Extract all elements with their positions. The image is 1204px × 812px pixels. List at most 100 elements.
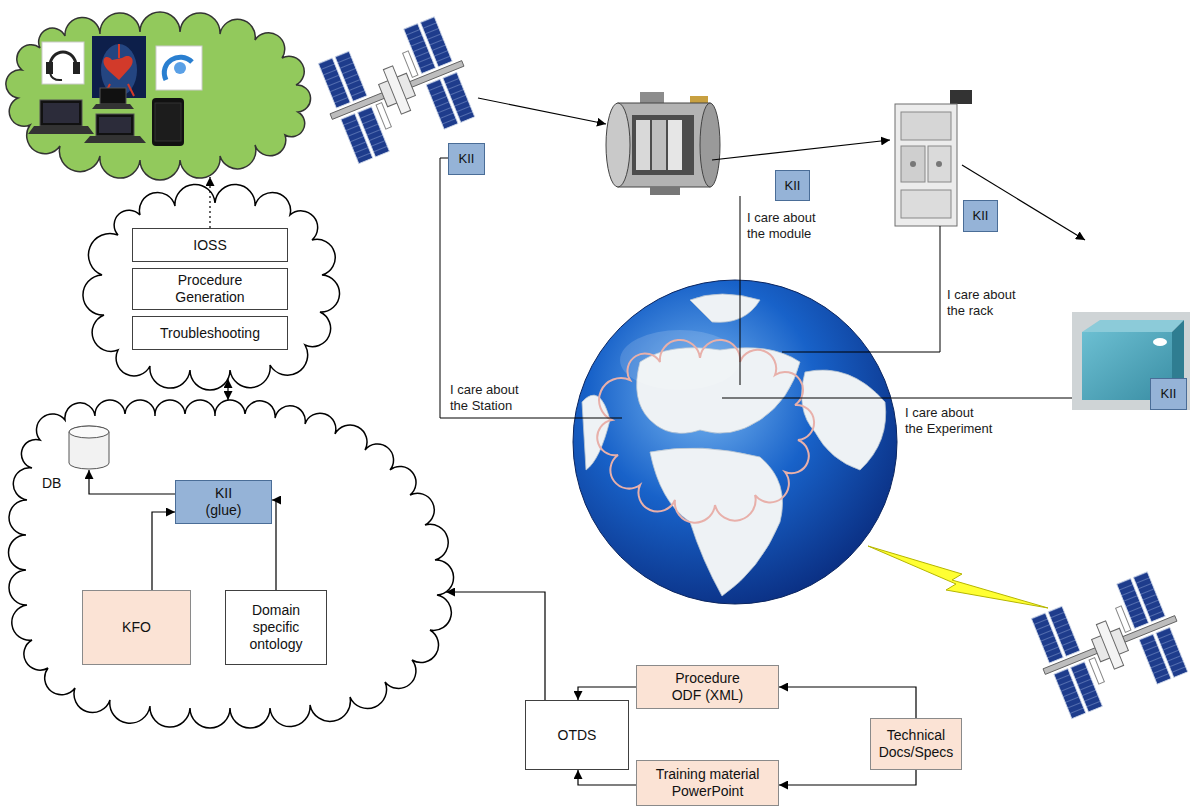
connector-arrow [578,687,636,700]
laptop-icon [92,88,134,109]
kii-tag: KII [963,200,998,232]
node-label: KII [973,208,989,224]
station-module [700,103,720,187]
robot-icon [164,57,192,80]
station-module [650,187,680,195]
headset-icon [42,42,84,84]
station-module [640,92,664,104]
laptop-icon [84,114,146,143]
service-box: Procedure Generation [132,268,288,310]
kii-tag: KII [1150,378,1187,410]
node-label: KII [1161,386,1177,402]
database-cylinder [68,425,110,470]
ontology-box: Domain specific ontology [225,590,327,665]
annotation-text: I care about the rack [947,287,1032,320]
kii-tag: KII [448,143,485,175]
payload-rack [910,161,916,167]
laptop-icon [28,126,94,134]
database-cylinder [69,426,109,469]
globe [573,280,897,604]
payload-rack [901,112,951,140]
source-box: Procedure ODF (XML) [636,665,779,709]
leader-line [440,158,622,418]
robot-icon [156,46,202,90]
laptop-icon [99,117,131,133]
flow-arrow [478,98,606,124]
experiment-photo [1082,320,1184,332]
annotation-text: I care about the Experiment [905,405,997,438]
connector-arrow [152,512,175,590]
connector-arrow [779,770,916,785]
tablet-icon [155,103,181,141]
leader-line [782,226,940,352]
service-box: IOSS [132,228,288,262]
experiment-photo [1072,312,1190,410]
flow-arrow [712,140,890,160]
kii-tag: KII [775,170,810,201]
station-module [606,92,720,195]
station-module [618,103,710,187]
laptop-icon [28,100,94,134]
tablet-icon [152,98,184,146]
payload-rack [950,90,972,104]
input-arrow [446,592,545,700]
payload-rack [928,146,951,182]
node-label: OTDS [558,727,597,744]
tablet-icon [152,98,184,146]
service-box: Troubleshooting [132,316,288,350]
ontology-box: KFO [82,590,191,665]
services-cloud [83,184,340,390]
connector-arrow [779,687,916,718]
headset-icon [46,62,53,74]
source-box: Training material PowerPoint [636,760,779,806]
node-label: Domain specific ontology [241,602,311,652]
cloud-outline [6,12,311,180]
leader-line [740,196,741,385]
station-module [632,115,694,175]
payload-rack [895,90,972,226]
database-cylinder [69,426,109,438]
node-label: Training material PowerPoint [643,766,773,800]
headset-icon [42,42,84,84]
leader-line [722,398,1072,399]
laptop-icon [84,136,146,143]
payload-rack [901,190,951,218]
globe [650,448,783,596]
node-label: Procedure Generation [163,272,258,306]
tool-box: OTDS [525,700,629,770]
node-label: Procedure ODF (XML) [668,670,748,704]
laptop-icon [100,88,126,104]
experiment-photo [1072,312,1190,410]
station-module [636,120,650,170]
node-label: KII [785,178,801,194]
station-module [668,120,682,170]
laptop-icon [96,114,134,136]
payload-rack [936,161,942,167]
flow-arrow [962,165,1085,240]
globe [573,280,897,604]
headset-icon [73,62,80,74]
headset-icon [50,52,76,66]
laptop-icon [40,100,82,126]
globe [582,395,610,470]
globe [690,294,760,322]
payload-rack [901,146,925,182]
knowledge-cloud [9,400,454,728]
europe-cloud [597,340,814,523]
node-label: Technical Docs/Specs [876,727,956,761]
node-label: Troubleshooting [160,325,260,342]
station-module [606,103,630,187]
devices-cloud [6,12,311,180]
body-scan-icon [104,56,133,80]
connector-arrow [89,470,175,494]
database-node: DB [68,425,110,470]
annotation-text: I care about the Station [450,382,535,415]
source-box: Technical Docs/Specs [870,718,962,770]
connector-arrow [578,770,636,785]
kii-glue-box: KII (glue) [175,480,272,524]
robot-icon [174,62,186,74]
annotation-text: I care about the module [747,210,832,243]
